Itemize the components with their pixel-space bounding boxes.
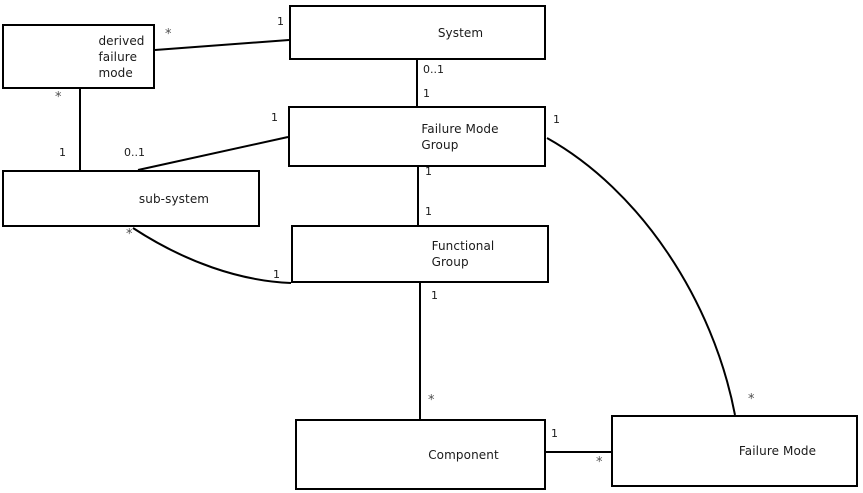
class-box-failure-mode[interactable]: Failure Mode xyxy=(611,415,858,487)
edge-failure-mode-group--failure-mode xyxy=(546,137,736,416)
class-box-derived-failure-mode[interactable]: derived failure mode xyxy=(2,24,155,89)
multiplicity-label-mult-subsystem-to-fg-star: * xyxy=(126,227,133,242)
multiplicity-label-mult-fg-from-subsystem: 1 xyxy=(273,268,280,281)
class-box-label-system: System xyxy=(437,25,484,40)
class-box-label-failure-mode: Failure Mode xyxy=(738,444,817,458)
multiplicity-label-mult-system-to-fmg-top: 0..1 xyxy=(423,63,444,76)
class-box-functional-group[interactable]: Functional Group xyxy=(291,225,549,283)
class-box-failure-mode-group[interactable]: Failure Mode Group xyxy=(288,106,546,167)
multiplicity-label-mult-system-from-derived: 1 xyxy=(277,15,284,28)
class-box-label-component: Component xyxy=(428,447,499,462)
multiplicity-label-mult-fg-to-component-bottom: * xyxy=(428,393,435,408)
multiplicity-label-mult-fmg-to-failuremode: 1 xyxy=(553,113,560,126)
multiplicity-label-mult-fg-to-component-top: 1 xyxy=(431,289,438,302)
class-box-label-functional-group: Functional Group xyxy=(431,239,495,269)
multiplicity-label-mult-fmg-from-subsystem: 1 xyxy=(271,111,278,124)
class-box-component[interactable]: Component xyxy=(295,419,546,490)
class-box-label-sub-system: sub-system xyxy=(138,191,210,206)
edge-derived-failure-mode--system xyxy=(154,39,290,51)
class-box-sub-system[interactable]: sub-system xyxy=(2,170,260,227)
multiplicity-label-mult-fmg-to-fg-bottom: 1 xyxy=(425,205,432,218)
multiplicity-label-mult-fm-from-fmg: * xyxy=(748,392,755,407)
class-box-label-derived-failure-mode: derived failure mode xyxy=(98,33,145,80)
multiplicity-label-mult-system-to-fmg-bottom: 1 xyxy=(423,87,430,100)
multiplicity-label-mult-derived-to-system-near: * xyxy=(165,27,172,42)
class-box-label-failure-mode-group: Failure Mode Group xyxy=(421,121,499,152)
multiplicity-label-mult-component-to-fm: 1 xyxy=(551,427,558,440)
multiplicity-label-mult-derived-to-subsystem-top: * xyxy=(55,90,62,105)
multiplicity-label-mult-fmg-to-fg-top: 1 xyxy=(425,165,432,178)
edge-sub-system--failure-mode-group xyxy=(137,136,289,171)
class-box-system[interactable]: System xyxy=(289,5,546,60)
edge-sub-system--functional-group xyxy=(132,227,292,284)
multiplicity-label-mult-fm-from-component: * xyxy=(596,455,603,470)
multiplicity-label-mult-subsystem-to-fmg: 0..1 xyxy=(124,146,145,159)
multiplicity-label-mult-derived-to-subsystem-bot: 1 xyxy=(59,146,66,159)
